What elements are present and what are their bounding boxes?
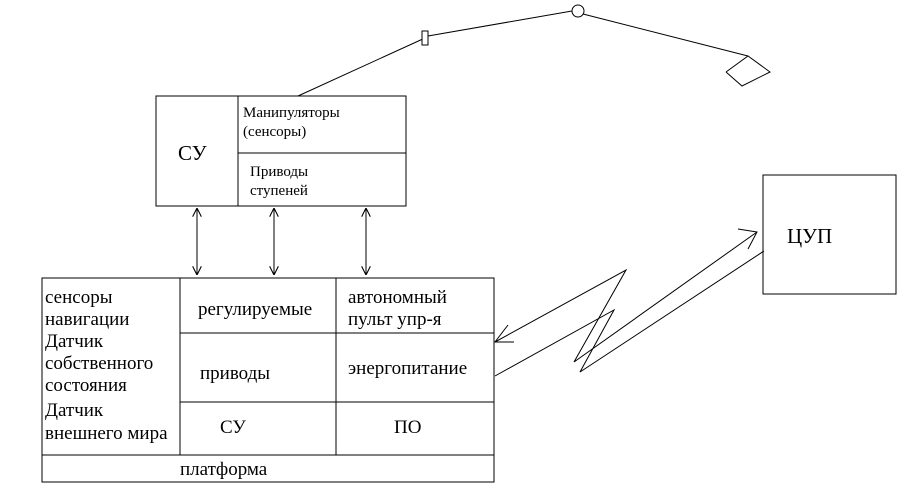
control-unit-title: СУ (178, 141, 207, 165)
radio-link-lightning (493, 228, 765, 377)
platform-frame (41, 277, 495, 483)
manipulators-sensors-label: (сенсоры) (243, 124, 306, 140)
drives-label: приводы (200, 363, 270, 384)
platform-label: платформа (180, 459, 268, 480)
radio-link-arrow-in (493, 324, 514, 343)
sensors-navigation-label: сенсоры (45, 287, 113, 308)
platform-block: сенсоры навигации Датчик собственного со… (41, 277, 495, 483)
software-label: ПО (394, 417, 421, 438)
radio-link-line-2 (494, 250, 765, 377)
control-unit-box: СУ Манипуляторы (сенсоры) Приводы ступен… (155, 95, 407, 207)
manipulator-arm (297, 4, 771, 97)
radio-link-line-1 (494, 231, 758, 363)
central-post-title: ЦУП (787, 224, 832, 248)
arm-link-upper (582, 13, 749, 57)
own-state-sensor-label: Датчик (45, 331, 104, 352)
manipulators-label: Манипуляторы (243, 105, 340, 121)
stage-drives-label-2: ступеней (250, 183, 308, 199)
radio-link-arrow-out (737, 228, 758, 250)
central-post-box: ЦУП (762, 174, 897, 295)
control-unit-frame (155, 95, 407, 207)
autonomous-panel-label-2: пульт упр-я (348, 309, 442, 330)
arm-link-lower (297, 37, 426, 97)
central-post-frame (762, 174, 897, 295)
stage-drives-label: Приводы (250, 164, 308, 180)
sensors-navigation-label-2: навигации (45, 309, 129, 330)
gripper-icon (725, 55, 771, 87)
own-state-sensor-label-2: собственного (45, 353, 153, 374)
own-state-sensor-label-3: состояния (45, 375, 127, 396)
control-system-label: СУ (220, 417, 246, 438)
external-world-sensor-label-2: внешнего мира (45, 423, 168, 444)
connection-arrows (197, 208, 366, 275)
arm-link-middle (427, 10, 573, 37)
external-world-sensor-label: Датчик (45, 400, 104, 421)
arm-joint-rotary (571, 4, 585, 18)
autonomous-panel-label: автономный (348, 287, 447, 308)
power-supply-label: энергопитание (348, 358, 467, 379)
adjustable-label: регулируемые (198, 299, 312, 320)
arm-joint-prismatic (421, 30, 429, 46)
